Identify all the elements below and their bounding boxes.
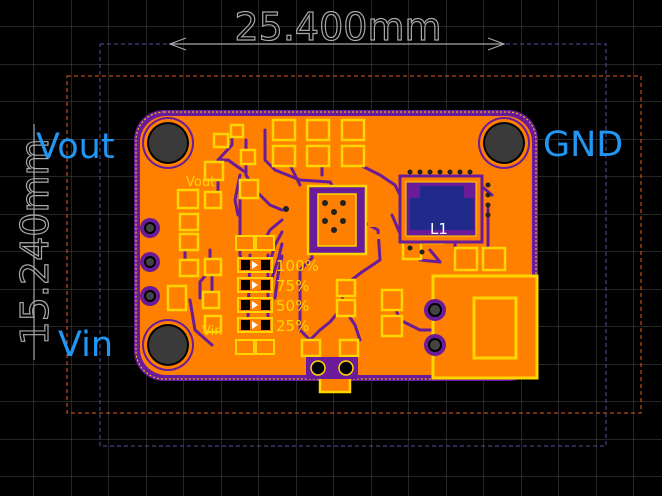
led-1 [237, 277, 273, 293]
vout-pin-label: Vout [36, 127, 115, 167]
height-dimension-label: 15.240mm [13, 139, 57, 346]
led-indicators [235, 235, 275, 355]
vin-pin-label: Vin [58, 325, 113, 365]
level-label-2: 50% [276, 297, 309, 315]
led-3 [237, 317, 273, 333]
ic-chip [283, 184, 384, 256]
level-label-0: 100% [276, 257, 319, 275]
mounting-holes [142, 117, 530, 371]
level-label-3: 25% [276, 317, 309, 335]
vin-mounting-hole [142, 319, 194, 371]
gnd-pin-label: GND [543, 125, 623, 165]
power-pad [424, 274, 539, 380]
gnd-mounting-hole [478, 117, 530, 169]
keepout-outline [66, 75, 642, 414]
level-label-1: 75% [276, 277, 309, 295]
bottom-connector [306, 357, 358, 379]
width-dimension-label: 25.400mm [235, 5, 442, 49]
inductor [398, 169, 491, 255]
vout-mounting-hole [142, 117, 194, 169]
silk-inductor-label: L1 [430, 220, 448, 238]
silk-vout-label: Vout [186, 175, 215, 190]
silkscreen-board-edge [135, 111, 537, 380]
led-0 [237, 257, 273, 273]
header-pins [140, 218, 160, 306]
silkscreen-text: Vout Vin L1 100% 75% 50% 25% [186, 175, 448, 339]
led-2 [237, 297, 273, 313]
dimension-annotations [33, 37, 506, 360]
silk-vin-label: Vin [202, 324, 222, 339]
